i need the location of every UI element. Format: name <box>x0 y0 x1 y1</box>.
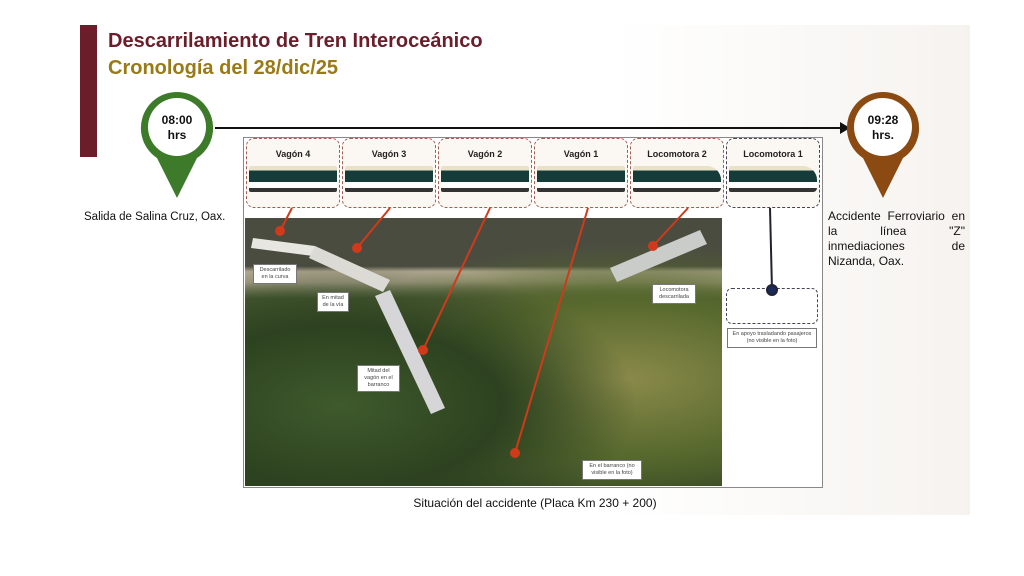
label-support: En apoyo trasladando pasajeros (no visib… <box>727 328 817 348</box>
locomotive-2: Locomotora 2 <box>630 138 724 208</box>
arrow-head-icon <box>840 122 850 134</box>
slide-title: Descarrilamiento de Tren Interoceánico <box>108 30 483 52</box>
train-diagram: Vagón 4 Vagón 3 Vagón 2 Vagón 1 Locomoto… <box>245 138 821 208</box>
end-time: 09:28 <box>867 113 899 127</box>
end-unit: hrs. <box>871 128 894 142</box>
start-label: Salida de Salina Cruz, Oax. <box>84 211 226 223</box>
train-car-3: Vagón 3 <box>342 138 436 208</box>
label-curve: Descarrilado en la curva <box>253 264 297 284</box>
map-pin-icon <box>140 91 214 198</box>
map-pin-icon <box>846 91 920 198</box>
figure-caption: Situación del accidente (Placa Km 230 + … <box>413 496 657 510</box>
label-mid-track: En mitad de la vía <box>317 292 349 312</box>
start-unit: hrs <box>167 128 187 142</box>
train-car-2: Vagón 2 <box>438 138 532 208</box>
locomotive-1: Locomotora 1 <box>726 138 820 208</box>
derailed-cars-illustration <box>251 230 707 414</box>
label-ravine-half: Mitad del vagón en el barranco <box>357 365 400 392</box>
train-car-4: Vagón 4 <box>246 138 340 208</box>
label-loco: Locomotora descarrilada <box>652 284 696 304</box>
start-time: 08:00 <box>161 113 193 127</box>
accident-photo: Descarrilado en la curva En mitad de la … <box>245 218 722 486</box>
accent-bar <box>80 25 97 157</box>
label-ravine: En el barranco (no visible en la foto) <box>582 460 642 480</box>
timeline-line <box>215 127 843 129</box>
end-label: Accidente Ferroviario en la línea "Z" in… <box>828 209 965 268</box>
slide-subtitle: Cronología del 28/dic/25 <box>108 57 339 79</box>
train-car-1: Vagón 1 <box>534 138 628 208</box>
